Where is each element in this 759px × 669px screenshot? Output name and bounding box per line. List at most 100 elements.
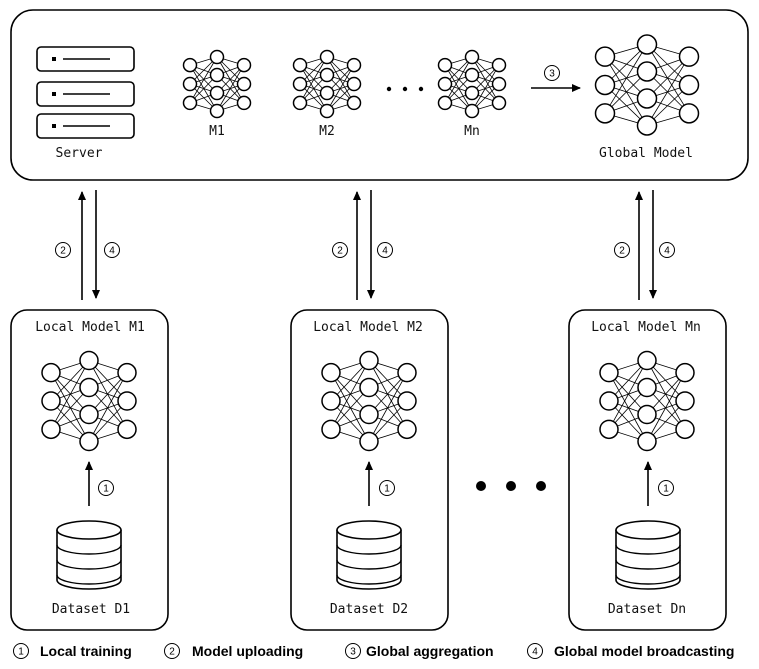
global-model-network-icon <box>594 34 700 136</box>
network-edge <box>608 372 648 442</box>
network-node <box>346 95 362 111</box>
network-node <box>637 404 657 425</box>
network-node <box>321 419 341 440</box>
database-body <box>56 530 122 590</box>
network-node <box>491 76 507 92</box>
network-node <box>594 46 616 67</box>
ellipsis-icon <box>386 86 424 92</box>
network-node <box>359 377 379 398</box>
network-edge <box>368 360 408 430</box>
step-number-2-client3: 2 <box>619 246 625 257</box>
network-edge <box>299 56 328 104</box>
network-node <box>491 95 507 111</box>
network-node <box>464 103 480 119</box>
legend: 1 Local training 2 Model uploading 3 Glo… <box>13 643 734 659</box>
client-box-3: Local Model Mn 1 Dataset Dn <box>568 309 727 631</box>
local-model-network-icon-2 <box>321 350 417 452</box>
network-node <box>209 67 225 83</box>
network-node <box>464 49 480 65</box>
network-node <box>41 362 61 383</box>
network-node <box>182 95 198 111</box>
network-edge <box>471 56 500 104</box>
network-edge <box>50 360 90 430</box>
database-body <box>615 530 681 590</box>
network-edge <box>88 360 128 430</box>
server-icon <box>36 46 135 139</box>
step-badge-3 <box>544 65 560 81</box>
step-number-2-client2: 2 <box>337 246 343 257</box>
network-node <box>599 419 619 440</box>
dataset-label-2: Dataset D2 <box>330 602 408 617</box>
network-node <box>678 46 700 67</box>
network-node <box>637 377 657 398</box>
step-number-1-client2: 1 <box>384 484 390 495</box>
network-node <box>319 85 335 101</box>
network-node <box>319 103 335 119</box>
legend-label-1: Local training <box>40 643 132 659</box>
model-label-m2: M2 <box>319 124 335 139</box>
network-node <box>41 419 61 440</box>
network-node <box>359 431 379 452</box>
dataset-label-1: Dataset D1 <box>52 602 130 617</box>
network-node <box>675 391 695 411</box>
network-edge <box>471 64 500 112</box>
network-node <box>292 95 308 111</box>
network-node <box>437 57 453 73</box>
network-node <box>637 350 657 371</box>
model-m2-network-icon <box>292 49 362 119</box>
network-node <box>397 362 417 383</box>
network-edge <box>299 64 328 112</box>
step-number-3: 3 <box>549 69 555 80</box>
clients-ellipsis-icon <box>476 481 546 491</box>
network-node <box>397 391 417 411</box>
database-band <box>615 544 681 555</box>
network-node <box>636 34 658 55</box>
server-label: Server <box>56 146 103 161</box>
database-icon-3 <box>615 520 681 590</box>
network-edge <box>216 56 245 104</box>
database-band <box>56 574 122 585</box>
global-model-label: Global Model <box>599 146 693 161</box>
network-edge <box>216 64 245 112</box>
client-box-1: Local Model M1 1 Dataset D1 <box>10 309 169 631</box>
local-model-network-icon-3 <box>599 350 695 452</box>
network-node <box>599 362 619 383</box>
legend-label-2: Model uploading <box>192 643 303 659</box>
network-node <box>464 67 480 83</box>
database-band <box>336 559 402 570</box>
network-node <box>637 431 657 452</box>
database-icon-1 <box>56 520 122 590</box>
database-band <box>56 544 122 555</box>
legend-num-3: 3 <box>350 647 356 658</box>
local-model-label-2: Local Model M2 <box>313 320 423 335</box>
legend-num-1: 1 <box>18 647 24 658</box>
network-edge <box>326 56 355 104</box>
network-edge <box>88 372 128 442</box>
network-edge <box>646 360 686 430</box>
network-node <box>594 74 616 96</box>
legend-num-2: 2 <box>169 647 175 658</box>
network-edge <box>189 64 218 112</box>
network-node <box>182 76 198 92</box>
network-node <box>236 76 252 92</box>
network-node <box>117 391 137 411</box>
network-node <box>236 95 252 111</box>
step-number-2-client1: 2 <box>60 246 66 257</box>
network-node <box>397 419 417 440</box>
model-mn-network-icon <box>437 49 507 119</box>
local-model-network-icon-1 <box>41 350 137 452</box>
network-node <box>209 49 225 65</box>
network-node <box>636 115 658 136</box>
network-node <box>41 391 61 411</box>
network-node <box>321 391 341 411</box>
step-number-4-client1: 4 <box>109 246 115 257</box>
network-node <box>464 85 480 101</box>
step-number-4-client3: 4 <box>664 246 670 257</box>
network-node <box>292 76 308 92</box>
network-node <box>675 419 695 440</box>
database-band <box>615 559 681 570</box>
database-band <box>336 544 402 555</box>
network-node <box>319 67 335 83</box>
network-edge <box>646 372 686 442</box>
